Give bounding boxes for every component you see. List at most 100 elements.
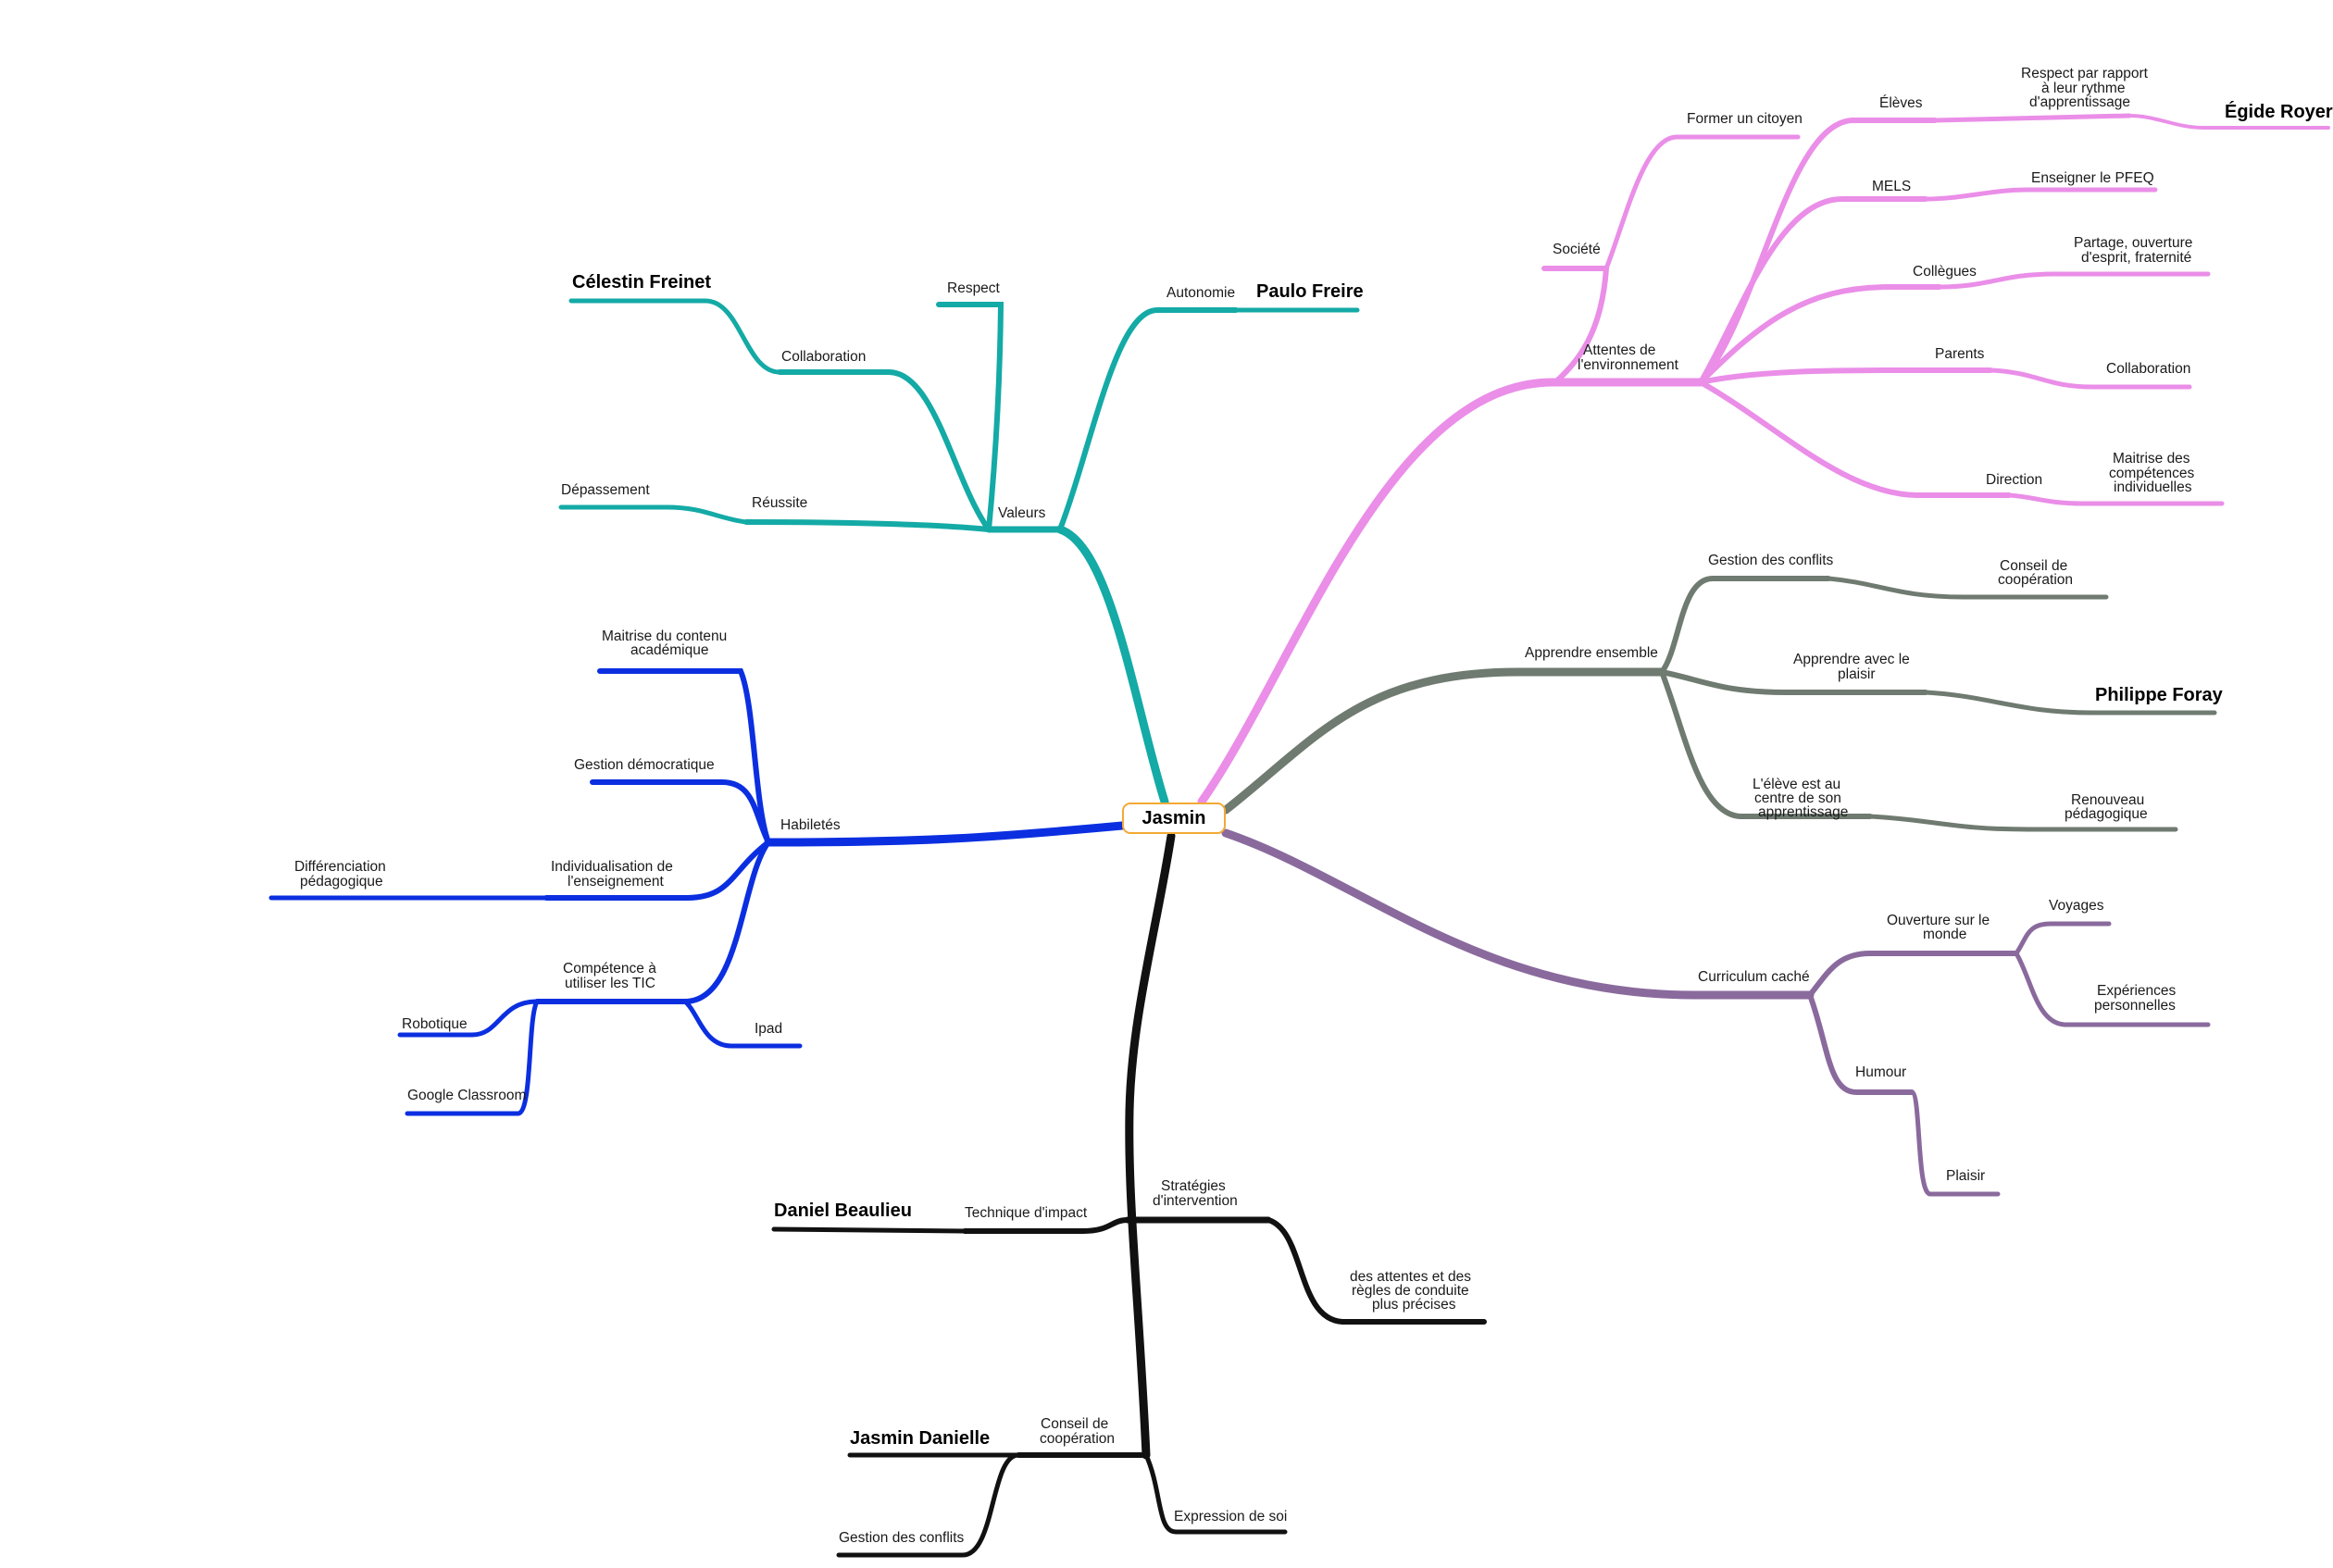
label-plaisir: Plaisir	[1946, 1168, 1985, 1184]
label-strategies-2: d'intervention	[1153, 1193, 1238, 1209]
edge-ouverture-voyages	[2014, 921, 2112, 956]
edge-center-curriculum	[1221, 828, 1815, 1000]
label-former-citoyen: Former un citoyen	[1687, 111, 1803, 127]
branch-valeurs	[558, 298, 1360, 806]
labels-strategies: Stratégies d'intervention Technique d'im…	[774, 1178, 1471, 1546]
edge-apprendre-conflits	[1659, 576, 1831, 675]
edge-centre-renouveau	[1867, 814, 2178, 832]
label-maitrise-contenu-2: académique	[630, 642, 708, 658]
edge-attentes-direction	[1698, 380, 2012, 498]
edge-attentes-parents	[1698, 367, 1993, 385]
label-partage-1: Partage, ouverture	[2074, 235, 2192, 251]
label-egide-royer: Égide Royer	[2225, 101, 2333, 122]
edge-center-habiletes	[764, 821, 1127, 847]
label-societe: Société	[1553, 242, 1601, 257]
label-respect-rythme-3: d'apprentissage	[2029, 94, 2130, 110]
label-respect-rythme-1: Respect par rapport	[2021, 66, 2149, 81]
edge-humour-plaisir	[1909, 1089, 2001, 1197]
label-paulo-freire: Paulo Freire	[1256, 281, 1364, 302]
edge-apprendre-plaisir	[1659, 669, 1928, 695]
edge-center-valeurs	[1055, 525, 1169, 806]
label-mels: MELS	[1872, 179, 1911, 194]
edge-plaisir-foray	[1923, 690, 2217, 716]
edge-direction-maitrise	[2006, 492, 2225, 506]
edge-trunk-technique	[962, 1217, 1130, 1234]
label-attentes-regles-1: des attentes et des	[1350, 1269, 1471, 1285]
edge-attentes-collegues	[1698, 284, 1942, 385]
label-habiletes: Habiletés	[780, 817, 841, 833]
edge-tic-ipad	[682, 999, 803, 1049]
label-competence-tic-2: utiliser les TIC	[565, 976, 655, 991]
edge-habiletes-tic	[534, 840, 771, 1004]
label-eleves: Élèves	[1879, 95, 1923, 111]
edge-tic-classroom	[405, 999, 540, 1116]
label-conseil-cooperation-b-1: Conseil de	[1041, 1416, 1108, 1432]
label-conseil-cooperation-2: coopération	[1998, 572, 2073, 588]
label-apprendre-plaisir-2: plaisir	[1838, 666, 1875, 682]
edge-conseil-conflits	[836, 1452, 1021, 1558]
label-partage-2: d'esprit, fraternité	[2081, 250, 2191, 266]
label-depassement: Dépassement	[561, 482, 650, 498]
edge-valeurs-reussite	[743, 519, 992, 532]
edge-collegues-partage	[1937, 271, 2211, 290]
label-individualisation-1: Individualisation de	[551, 859, 673, 875]
edge-habiletes-gestion	[590, 779, 771, 845]
label-collaboration: Collaboration	[781, 349, 866, 365]
label-celestin-freinet: Célestin Freinet	[572, 272, 711, 292]
label-attentes-regles-3: plus précises	[1372, 1297, 1456, 1313]
label-conseil-cooperation-b-2: coopération	[1040, 1431, 1115, 1447]
edge-valeurs-respect	[936, 302, 1004, 532]
edge-valeurs-autonomie	[1057, 307, 1239, 532]
label-renouveau-1: Renouveau	[2071, 792, 2144, 808]
label-renouveau-2: pédagogique	[2065, 806, 2148, 822]
edge-strategies-attentes	[1266, 1217, 1487, 1325]
central-node[interactable]: Jasmin	[1122, 803, 1226, 834]
label-gestion-conflits: Gestion des conflits	[1708, 553, 1834, 568]
label-pfeq: Enseigner le PFEQ	[2031, 170, 2154, 186]
labels-valeurs: Valeurs Collaboration Célestin Freinet R…	[561, 272, 1364, 521]
edge-valeurs-collaboration	[777, 369, 992, 532]
labels-attentes: Attentes de l'environnement Société Form…	[1553, 66, 2333, 495]
label-autonomie: Autonomie	[1166, 285, 1235, 301]
label-maitrise-competences-2: compétences	[2109, 466, 2194, 481]
label-differenciation-2: pédagogique	[300, 874, 383, 890]
edge-curriculum-ouverture	[1807, 951, 2019, 998]
central-node-label: Jasmin	[1142, 807, 1206, 828]
edge-trunk-expression	[1143, 1452, 1288, 1535]
label-maitrise-contenu-1: Maitrise du contenu	[602, 628, 727, 644]
edge-habiletes-individ	[543, 840, 771, 901]
edge-attentes-mels	[1698, 196, 1928, 385]
label-gestion-democratique: Gestion démocratique	[574, 757, 715, 773]
label-eleve-centre-2: centre de son	[1754, 790, 1841, 806]
label-expression-soi: Expression de soi	[1174, 1509, 1287, 1524]
edge-technique-beaulieu	[771, 1226, 967, 1234]
label-competence-tic-1: Compétence à	[563, 961, 656, 977]
label-experiences-2: personnelles	[2094, 998, 2176, 1014]
labels-habiletes: Habiletés Maitrise du contenu académique…	[294, 628, 841, 1103]
label-collaboration-parents: Collaboration	[2106, 361, 2190, 377]
branch-attentes	[1197, 113, 2330, 806]
branch-curriculum	[1221, 828, 2211, 1197]
edge-reussite-depassement	[558, 504, 749, 525]
label-jasmin-danielle: Jasmin Danielle	[850, 1428, 990, 1449]
edge-center-apprendre	[1221, 667, 1666, 815]
edge-ouverture-experiences	[2014, 951, 2211, 1027]
branch-strategies	[771, 831, 1487, 1558]
label-apprendre-plaisir-1: Apprendre avec le	[1793, 652, 1910, 667]
label-maitrise-competences-3: individuelles	[2114, 479, 2192, 495]
edge-collaboration-celestin	[568, 298, 782, 375]
label-ipad: Ipad	[755, 1021, 782, 1037]
label-ouverture-monde-2: monde	[1923, 927, 1966, 942]
label-gestion-conflits-b: Gestion des conflits	[839, 1530, 965, 1546]
label-respect-rythme-2: à leur rythme	[2041, 81, 2125, 96]
edge-attentes-eleves	[1698, 118, 1938, 385]
branch-apprendre	[1221, 576, 2217, 832]
label-respect: Respect	[947, 280, 1001, 296]
label-direction: Direction	[1986, 472, 2042, 488]
edge-center-attentes	[1197, 378, 1705, 806]
label-voyages: Voyages	[2049, 898, 2104, 914]
label-eleve-centre-3: apprentissage	[1758, 804, 1848, 820]
label-individualisation-2: l'enseignement	[568, 874, 664, 890]
edge-apprendre-centre	[1659, 669, 1873, 819]
label-reussite: Réussite	[752, 495, 807, 511]
